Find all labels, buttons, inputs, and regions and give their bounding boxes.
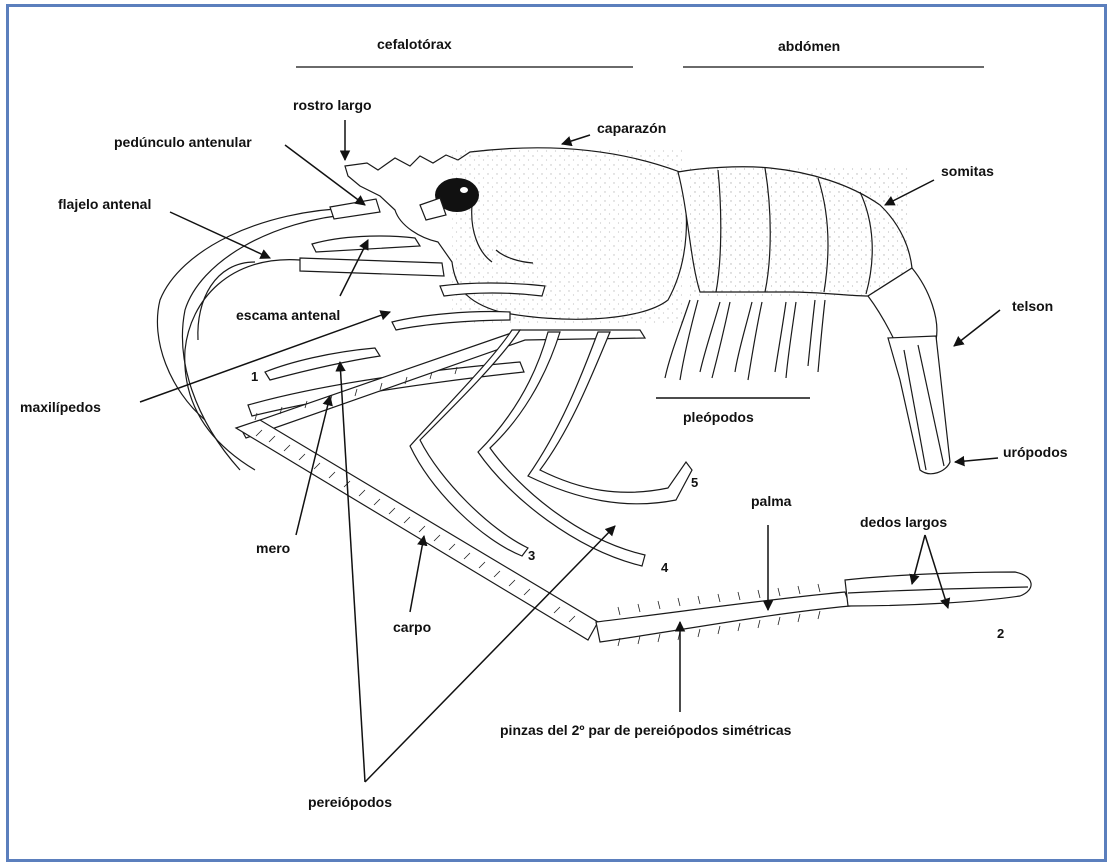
leg-number-1: 1 bbox=[251, 369, 258, 384]
label-cephalothorax: cefalotórax bbox=[377, 36, 452, 52]
label-somitas: somitas bbox=[941, 163, 994, 179]
leg-number-2: 2 bbox=[997, 626, 1004, 641]
label-dedos: dedos largos bbox=[860, 514, 947, 530]
label-pleopodos: pleópodos bbox=[683, 409, 754, 425]
arrow-uropodos bbox=[955, 458, 998, 462]
arrow-pereiopodos-1 bbox=[340, 362, 365, 782]
label-mero: mero bbox=[256, 540, 290, 556]
label-maxilipedos: maxilípedos bbox=[20, 399, 101, 415]
label-abdomen: abdómen bbox=[778, 38, 840, 54]
arrow-caparazon bbox=[562, 135, 590, 144]
arrow-carpo bbox=[410, 536, 424, 612]
label-pereiopodos: pereiópodos bbox=[308, 794, 392, 810]
label-telson: telson bbox=[1012, 298, 1053, 314]
label-caparazon: caparazón bbox=[597, 120, 666, 136]
label-pinzas: pinzas del 2º par de pereiópodos simétri… bbox=[500, 722, 792, 738]
label-carpo: carpo bbox=[393, 619, 431, 635]
label-uropodos: urópodos bbox=[1003, 444, 1068, 460]
label-pedunculo: pedúnculo antenular bbox=[114, 134, 252, 150]
arrow-flajelo bbox=[170, 212, 270, 258]
label-palma: palma bbox=[751, 493, 792, 509]
shrimp-illustration bbox=[157, 148, 1031, 646]
label-escama: escama antenal bbox=[236, 307, 340, 323]
leg-number-5: 5 bbox=[691, 475, 698, 490]
label-rostro: rostro largo bbox=[293, 97, 372, 113]
leg-number-4: 4 bbox=[661, 560, 669, 575]
label-flajelo: flajelo antenal bbox=[58, 196, 151, 212]
leg-number-3: 3 bbox=[528, 548, 535, 563]
arrow-telson bbox=[954, 310, 1000, 346]
